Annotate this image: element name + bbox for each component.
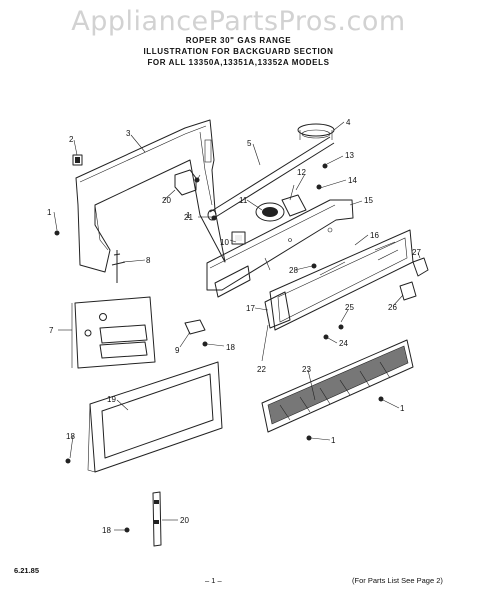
- callout-15: 15: [364, 196, 373, 205]
- title-line-1: ROPER 30" GAS RANGE: [185, 36, 292, 45]
- callout-9: 9: [175, 346, 180, 355]
- footer-date: 6.21.85: [14, 566, 40, 575]
- part-lower-frame: [87, 361, 223, 473]
- callout-5: 5: [247, 139, 252, 148]
- part-bracket-left: [111, 250, 126, 283]
- part-tube: [207, 136, 335, 221]
- callout-16: 16: [370, 231, 379, 240]
- part-block: [231, 231, 246, 245]
- callout-17: 17: [246, 304, 255, 313]
- callout-13: 13: [345, 151, 354, 160]
- part-knobs: [399, 257, 429, 301]
- callout-12: 12: [297, 168, 306, 177]
- callout-7: 7: [49, 326, 54, 335]
- watermark: AppliancePartsPros.com: [71, 6, 406, 37]
- callout-3: 3: [126, 129, 131, 138]
- callout-22: 22: [257, 365, 266, 374]
- callout-10: 10: [220, 238, 229, 247]
- callout-23: 23: [302, 365, 311, 374]
- callout-25: 25: [345, 303, 354, 312]
- callout-27: 27: [412, 248, 421, 257]
- screws: [54, 163, 384, 533]
- callout-labels: 1 2 3 4 5 8 7 9 10 11 12 13 14 15 16 17 …: [47, 118, 421, 535]
- callout-18a: 18: [226, 343, 235, 352]
- callout-1c: 1: [400, 404, 405, 413]
- callout-1b: 1: [186, 211, 191, 220]
- callout-21: 21: [184, 213, 193, 222]
- part-trim-panel: [269, 229, 414, 331]
- callout-24: 24: [339, 339, 348, 348]
- callout-1a: 1: [47, 208, 52, 217]
- title-line-2: ILLUSTRATION FOR BACKGUARD SECTION: [143, 47, 334, 56]
- callout-18b: 18: [66, 432, 75, 441]
- callout-20b: 20: [180, 516, 189, 525]
- part-switch-box: [174, 169, 197, 196]
- callout-11: 11: [239, 196, 248, 205]
- part-bracket-small: [184, 319, 206, 335]
- callout-19: 19: [107, 395, 116, 404]
- part-glass: [264, 291, 291, 329]
- callout-8-upper: 8: [146, 256, 151, 265]
- part-control-panel: [206, 199, 354, 298]
- callout-2: 2: [69, 135, 74, 144]
- callout-14: 14: [348, 176, 357, 185]
- callout-20a: 20: [162, 196, 171, 205]
- part-vertical-bracket: [152, 491, 162, 547]
- part-clip: [72, 154, 83, 166]
- callout-4: 4: [346, 118, 351, 127]
- callout-28: 28: [289, 266, 298, 275]
- footer-page-number: – 1 –: [205, 576, 222, 585]
- part-switch-panel: [71, 296, 156, 369]
- callout-18c: 18: [102, 526, 111, 535]
- callout-26: 26: [388, 303, 397, 312]
- part-clock-motor: [255, 184, 307, 222]
- part-backguard-frame: [75, 119, 226, 273]
- footer-parts-note: (For Parts List See Page 2): [352, 576, 443, 585]
- callout-1d: 1: [331, 436, 336, 445]
- part-louver-panel: [261, 339, 414, 433]
- leader-lines: [53, 121, 421, 531]
- title-line-3: FOR ALL 13350A,13351A,13352A MODELS: [147, 58, 330, 67]
